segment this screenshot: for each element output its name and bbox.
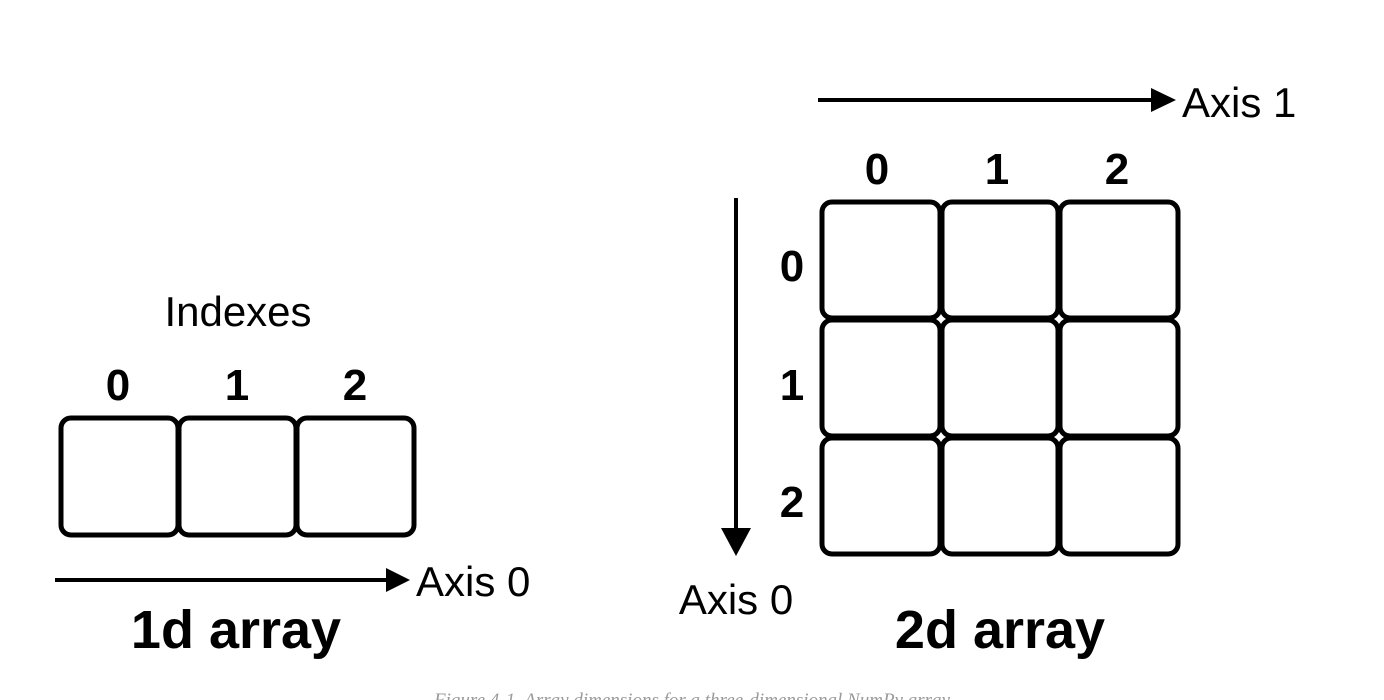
two-d-axis-1-arrow xyxy=(818,88,1176,112)
two-d-row-index-2: 2 xyxy=(780,478,804,527)
two-d-cell-0-2 xyxy=(1057,199,1181,321)
two-d-cell-0-0 xyxy=(819,199,943,321)
one-d-index-0: 0 xyxy=(106,361,130,410)
two-d-cell-2-2 xyxy=(1057,435,1181,557)
two-d-col-index-2: 2 xyxy=(1105,145,1129,194)
two-d-cell-2-0 xyxy=(819,435,943,557)
two-d-row-index-1: 1 xyxy=(780,361,804,410)
two-d-axis-0-label: Axis 0 xyxy=(679,576,793,623)
one-d-array-panel: Indexes 0 1 2 Axis 0 1d array xyxy=(55,288,530,660)
two-d-col-index-1: 1 xyxy=(985,145,1009,194)
two-d-col-index-0: 0 xyxy=(865,145,889,194)
two-d-array-panel: Axis 1 0 1 2 0 1 2 Axis 0 2d array xyxy=(679,79,1297,660)
one-d-cell-1 xyxy=(176,415,299,538)
two-d-axis-1-label: Axis 1 xyxy=(1182,79,1296,126)
two-d-cell-1-0 xyxy=(819,317,943,439)
one-d-cell-0 xyxy=(58,415,181,538)
two-d-cell-1-2 xyxy=(1057,317,1181,439)
one-d-axis-0-arrow xyxy=(55,568,410,592)
two-d-title: 2d array xyxy=(895,600,1105,660)
figure-caption: Figure 4-1. Array dimensions for a three… xyxy=(433,690,951,700)
one-d-index-1: 1 xyxy=(225,361,249,410)
two-d-axis-0-arrow xyxy=(721,198,751,556)
one-d-axis-0-label: Axis 0 xyxy=(416,558,530,605)
two-d-cell-0-1 xyxy=(939,199,1061,321)
one-d-cell-2 xyxy=(294,415,417,538)
two-d-cell-2-1 xyxy=(939,435,1061,557)
two-d-cell-1-1 xyxy=(939,317,1061,439)
two-d-row-index-0: 0 xyxy=(780,242,804,291)
one-d-indexes-label: Indexes xyxy=(164,288,311,335)
one-d-title: 1d array xyxy=(131,600,341,660)
one-d-index-2: 2 xyxy=(343,361,367,410)
